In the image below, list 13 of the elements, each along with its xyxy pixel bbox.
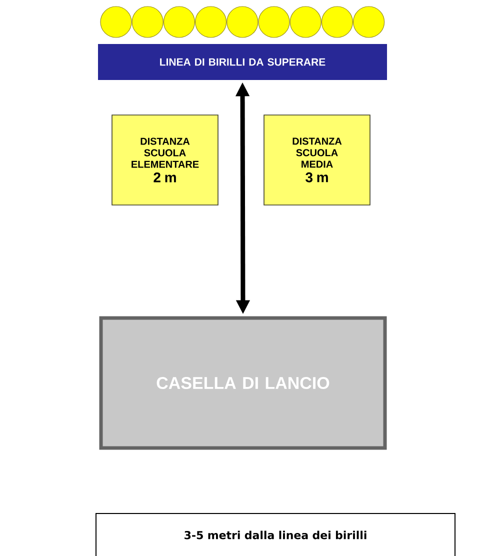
pin-circle <box>163 6 195 38</box>
pin-circle <box>321 6 353 38</box>
caption-box: 3-5 metri dalla linea dei birilli <box>96 513 456 556</box>
pin-circle <box>132 6 164 38</box>
distance-sign: DISTANZA SCUOLA ELEMENTARE 2 m <box>112 114 218 206</box>
pin-circle <box>258 6 290 38</box>
banner-bar: LINEA DI BIRILLI DA SUPERARE <box>98 44 387 80</box>
pin-circle <box>226 6 258 38</box>
pin-circle <box>353 6 385 38</box>
distance-sign: DISTANZA SCUOLA MEDIA 3 m <box>264 114 370 206</box>
pin-circle <box>290 6 322 38</box>
pin-circle <box>195 6 227 38</box>
pin-circle <box>100 6 132 38</box>
